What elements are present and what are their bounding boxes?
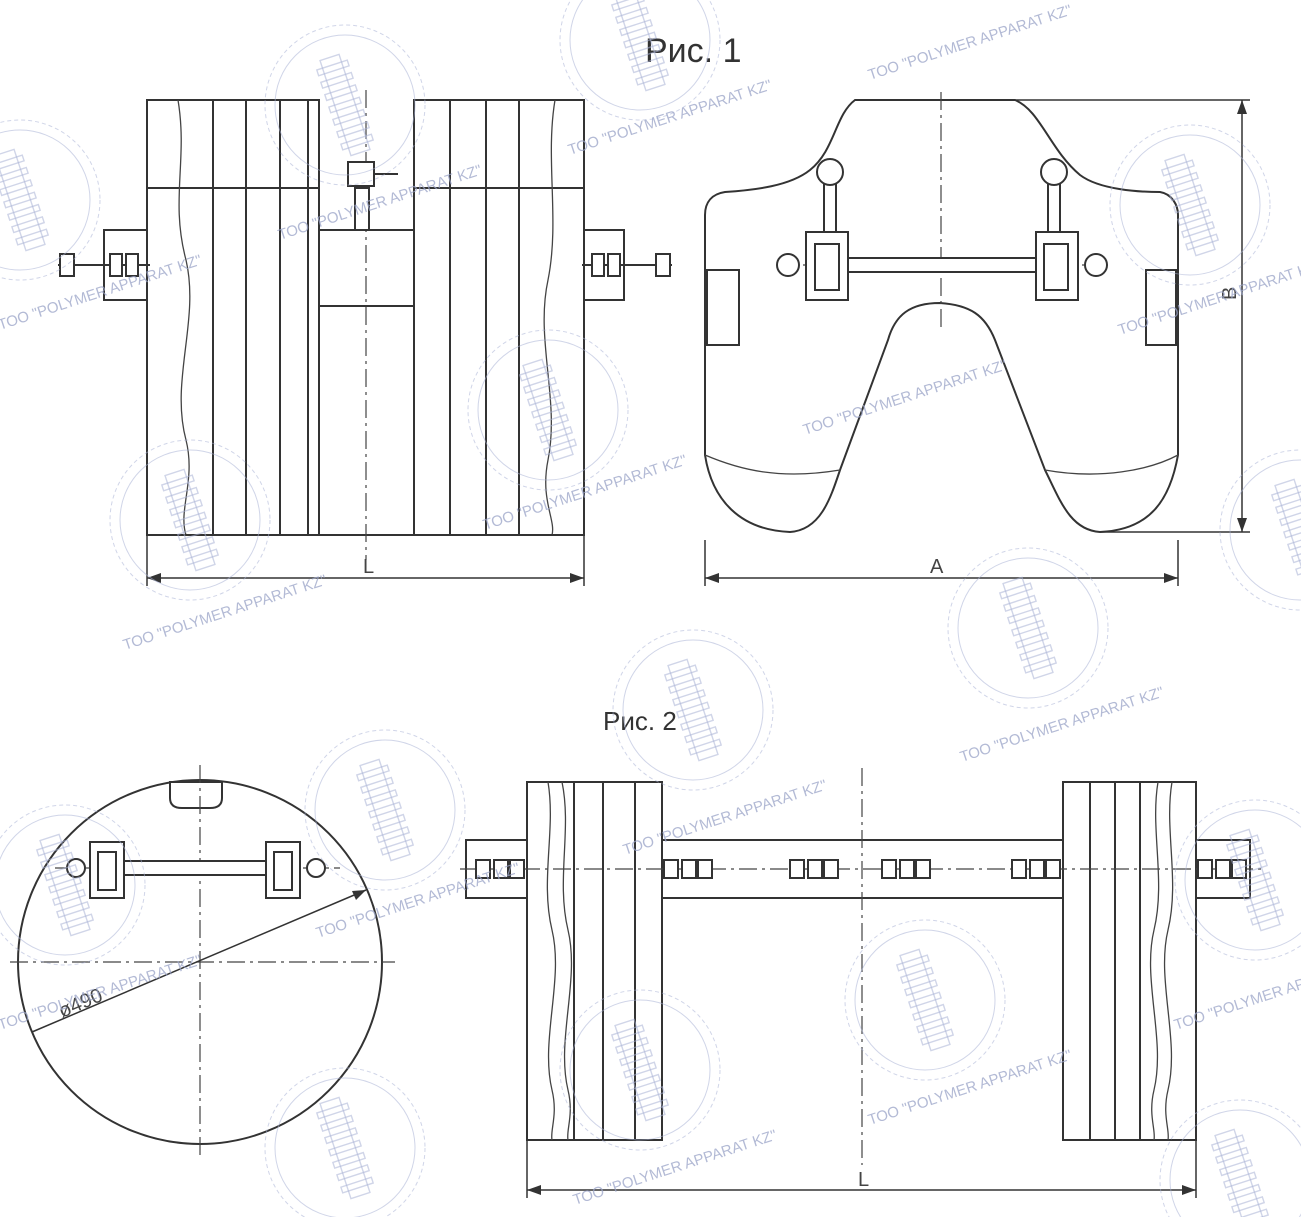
insulator-stamp-icon [610,0,670,92]
insulator-stamp-icon [1270,478,1301,582]
watermark-stamp [467,329,629,491]
fig2-bolt-4 [881,859,931,879]
insulator-stamp-icon [315,53,375,157]
insulator-stamp-icon [998,576,1058,680]
insulator-stamp-icon [610,1018,670,1122]
fig2-right-clamp [265,841,326,899]
insulator-stamp-icon [663,658,723,762]
fig2-l-label: L [858,1169,869,1191]
watermark-stamp [109,439,271,601]
insulator-stamp-icon [1225,828,1285,932]
watermark-stamp [304,729,466,891]
fig1-b-label: B [1219,287,1241,300]
fig2-dimension-l [526,1140,1197,1198]
fig1-front-outline [704,99,1179,534]
fig1-right-bolt [582,229,672,301]
fig2-bolt-3 [789,859,839,879]
watermark-text: ТОО "POLYMER APPARAT KZ" [866,2,1074,84]
insulator-stamp-icon [160,468,220,572]
insulator-stamp-icon [0,148,50,252]
watermark-stamp [1219,449,1301,611]
fig1-l-label: L [363,556,374,578]
insulator-stamp-icon [895,948,955,1052]
fig2-bolt-5 [1011,859,1061,879]
insulator-stamp-icon [315,1096,375,1200]
watermark-text: ТОО "POLYMER APPARAT KZ" [801,357,1009,439]
fig1-side-view: L [58,90,672,586]
watermark-stamp [612,629,774,791]
fig1-left-bolt [58,229,150,301]
fig1-top-clamp [347,161,398,231]
fig1-left-block [146,99,320,536]
watermark-text: ТОО "POLYMER APPARAT KZ" [958,684,1166,766]
fig2-left-block [526,781,663,1141]
insulator-stamp-icon [35,833,95,937]
watermark-stamp [0,804,146,966]
insulator-stamp-icon [518,358,578,462]
watermark-text: ТОО "POLYMER APPARAT KZ" [621,777,829,859]
watermark-stamp [264,1067,426,1217]
watermark-text: ТОО "POLYMER APPARAT KZ" [121,572,329,654]
watermark-stamp [559,0,721,121]
fig2-diameter-line [31,889,367,1033]
fig2-bolt-2 [663,859,713,879]
fig2-end-view: ø490 [10,765,395,1160]
watermark-text: ТОО "POLYMER APPARAT KZ" [1116,257,1301,339]
insulator-stamp-icon [1210,1128,1270,1217]
watermark-stamp [0,119,101,281]
fig2-title: Рис. 2 [603,706,677,736]
watermark-stamp [1159,1099,1301,1217]
fig2-right-block [1062,781,1197,1141]
watermark-stamp [844,919,1006,1081]
fig2-bolt-1 [475,859,525,879]
fig1-right-block [413,99,585,536]
fig1-right-hanger [1035,158,1108,301]
fig2-left-clamp [66,841,125,899]
fig1-left-hanger [776,158,849,301]
insulator-stamp-icon [355,758,415,862]
watermark-text: ТОО "POLYMER APPARAT KZ" [0,952,204,1034]
fig1-front-view: A B [704,92,1250,586]
watermark-stamp [1109,124,1271,286]
fig1-dimension-a [704,540,1179,586]
watermark-stamp [1174,799,1301,961]
fig1-dimension-b [1015,99,1250,533]
watermark-text: ТОО "POLYMER APPARAT KZ" [566,77,774,159]
watermark-text: ТОО "POLYMER APPARAT KZ" [866,1047,1074,1129]
fig1-a-label: A [930,556,944,578]
fig2-bolt-6 [1197,859,1247,879]
fig2-side-view: L [460,768,1265,1198]
fig1-dimension-l [146,535,585,586]
watermark-stamp [559,989,721,1151]
insulator-stamp-icon [1160,153,1220,257]
watermark-text: ТОО "POLYMER APPARAT KZ" [1172,952,1301,1034]
watermark-stamp [264,24,426,186]
watermark-stamp [947,547,1109,709]
